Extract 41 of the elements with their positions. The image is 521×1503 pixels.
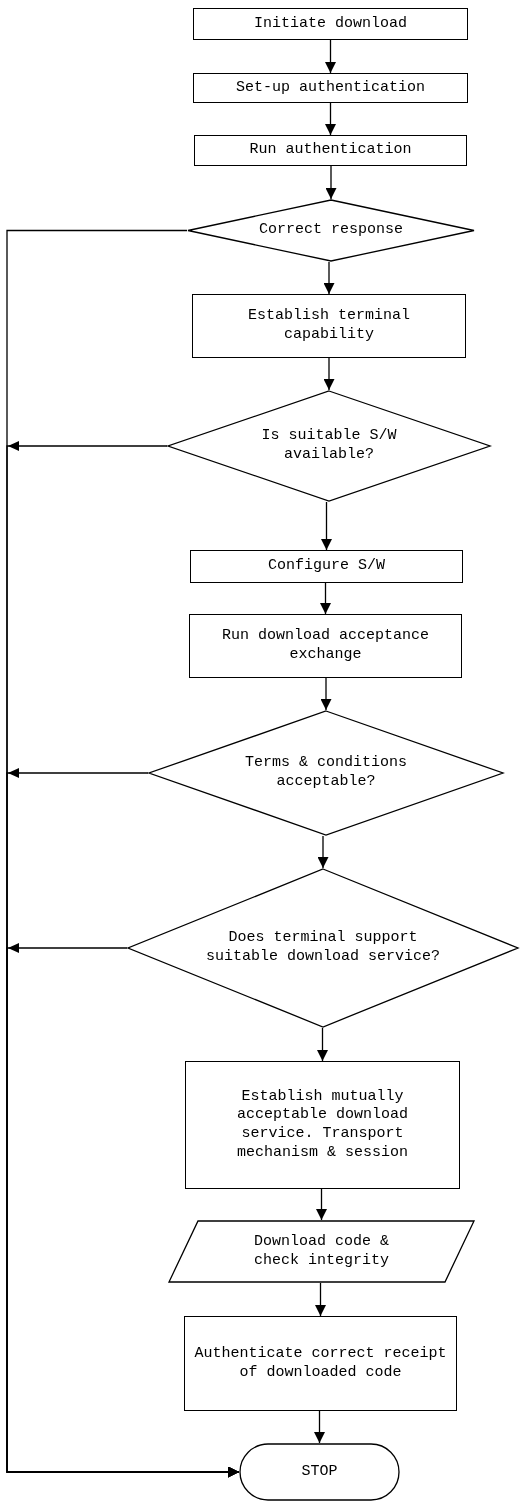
question-label: Does terminal support suitable download service? [204, 929, 441, 967]
step-label: Run authentication [249, 141, 412, 160]
arrow [325, 165, 337, 200]
arrow [323, 261, 335, 295]
step-label: Download code & check integrity [253, 1232, 390, 1271]
arrow [323, 357, 335, 391]
process-box [193, 73, 468, 103]
decision-diamond [187, 199, 475, 262]
step-label: Initiate download [254, 14, 407, 34]
arrow [320, 677, 332, 711]
arrow [320, 582, 331, 615]
step-label: Run download acceptance exchange [220, 627, 430, 665]
process-box [193, 8, 468, 40]
arrow [325, 39, 336, 74]
process-box [192, 294, 466, 358]
arrow [316, 1188, 327, 1221]
process-box [184, 1316, 457, 1411]
step-label: Set-up authentication [236, 78, 425, 98]
step-label: Establish mutually acceptable download service. Transport mechanism & session [236, 1087, 409, 1163]
process-box [190, 550, 463, 583]
arrow [314, 1410, 325, 1444]
process-box [194, 135, 467, 166]
decision-diamond [127, 868, 519, 1028]
arrow [325, 102, 336, 136]
question-label: Correct response [259, 221, 403, 240]
arrow [6, 943, 240, 1478]
process-box [185, 1061, 460, 1189]
arrow [315, 1282, 326, 1317]
input-output-parallelogram [168, 1220, 475, 1283]
decision-diamond [167, 390, 491, 502]
arrow [321, 501, 332, 551]
step-label: Authenticate correct receipt of downloaded code [193, 1344, 448, 1383]
arrow [317, 835, 329, 869]
process-box [189, 614, 462, 678]
step-label: Configure S/W [268, 557, 385, 576]
question-label: Is suitable S/W available? [260, 427, 398, 465]
arrow [317, 1027, 328, 1062]
step-label: Establish terminal capability [247, 307, 411, 345]
terminal-label: STOP [301, 1462, 338, 1482]
question-label: Terms & conditions acceptable? [244, 754, 408, 792]
decision-diamond [148, 710, 504, 836]
